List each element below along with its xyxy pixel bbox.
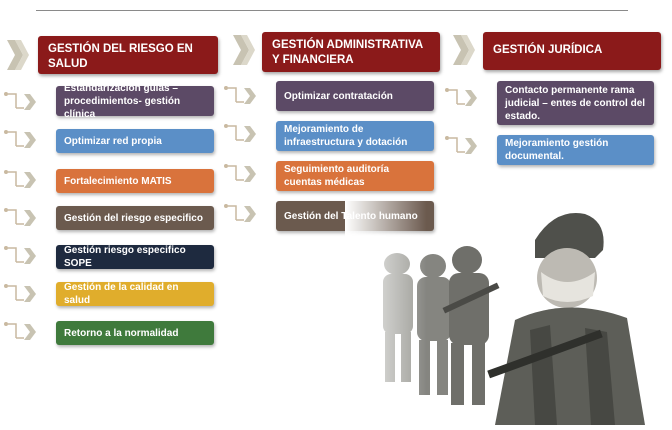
header-title: GESTIÓN ADMINISTRATIVA Y FINANCIERA: [272, 39, 423, 66]
bullet-connector-icon: [443, 132, 481, 158]
item-mejoramiento-gestion-documental[interactable]: Mejoramiento gestión documental.: [497, 135, 654, 165]
soldiers-photo: [345, 200, 672, 425]
bullet-connector-icon: [2, 204, 40, 230]
bullet-connector-icon: [2, 242, 40, 268]
item-optimizar-red-propia[interactable]: Optimizar red propia: [56, 129, 214, 153]
bullet-connector-icon: [222, 120, 260, 146]
bullet-connector-icon: [2, 318, 40, 344]
item-gestion-riesgo-especifico[interactable]: Gestión del riesgo especifico: [56, 206, 214, 230]
bullet-connector-icon: [2, 88, 40, 114]
bullet-connector-icon: [222, 82, 260, 108]
item-mejoramiento-infraestructura[interactable]: Mejoramiento de infraestructura y dotaci…: [276, 121, 434, 151]
bullet-connector-icon: [222, 160, 260, 186]
header-gestion-juridica: GESTIÓN JURÍDICA: [483, 32, 661, 70]
bullet-connector-icon: [2, 280, 40, 306]
item-optimizar-contratacion[interactable]: Optimizar contratación: [276, 81, 434, 111]
bullet-connector-icon: [2, 166, 40, 192]
header-title: GESTIÓN DEL RIESGO EN SALUD: [48, 43, 193, 70]
chevron-double-icon: [6, 38, 32, 72]
item-gestion-riesgo-sope[interactable]: Gestión riesgo especifico SOPE: [56, 245, 214, 269]
header-title: GESTIÓN JURÍDICA: [493, 44, 603, 56]
header-gestion-riesgo-salud: GESTIÓN DEL RIESGO EN SALUD: [38, 36, 218, 74]
header-gestion-administrativa: GESTIÓN ADMINISTRATIVA Y FINANCIERA: [262, 32, 440, 72]
item-estandarizacion-guias[interactable]: Estandarización guías – procedimientos- …: [56, 83, 214, 120]
chevron-double-icon: [232, 33, 258, 67]
bullet-connector-icon: [443, 84, 481, 110]
item-gestion-calidad-salud[interactable]: Gestión de la calidad en salud: [56, 282, 214, 306]
bullet-connector-icon: [2, 126, 40, 152]
chevron-double-icon: [452, 33, 478, 67]
item-fortalecimiento-matis[interactable]: Fortalecimiento MATIS: [56, 169, 214, 193]
item-contacto-rama-judicial[interactable]: Contacto permanente rama judicial – ente…: [497, 81, 654, 125]
item-seguimiento-auditoria[interactable]: Seguimiento auditoría cuentas médicas: [276, 161, 434, 191]
top-divider: [36, 10, 628, 11]
item-retorno-normalidad[interactable]: Retorno a la normalidad: [56, 321, 214, 345]
bullet-connector-icon: [222, 200, 260, 226]
